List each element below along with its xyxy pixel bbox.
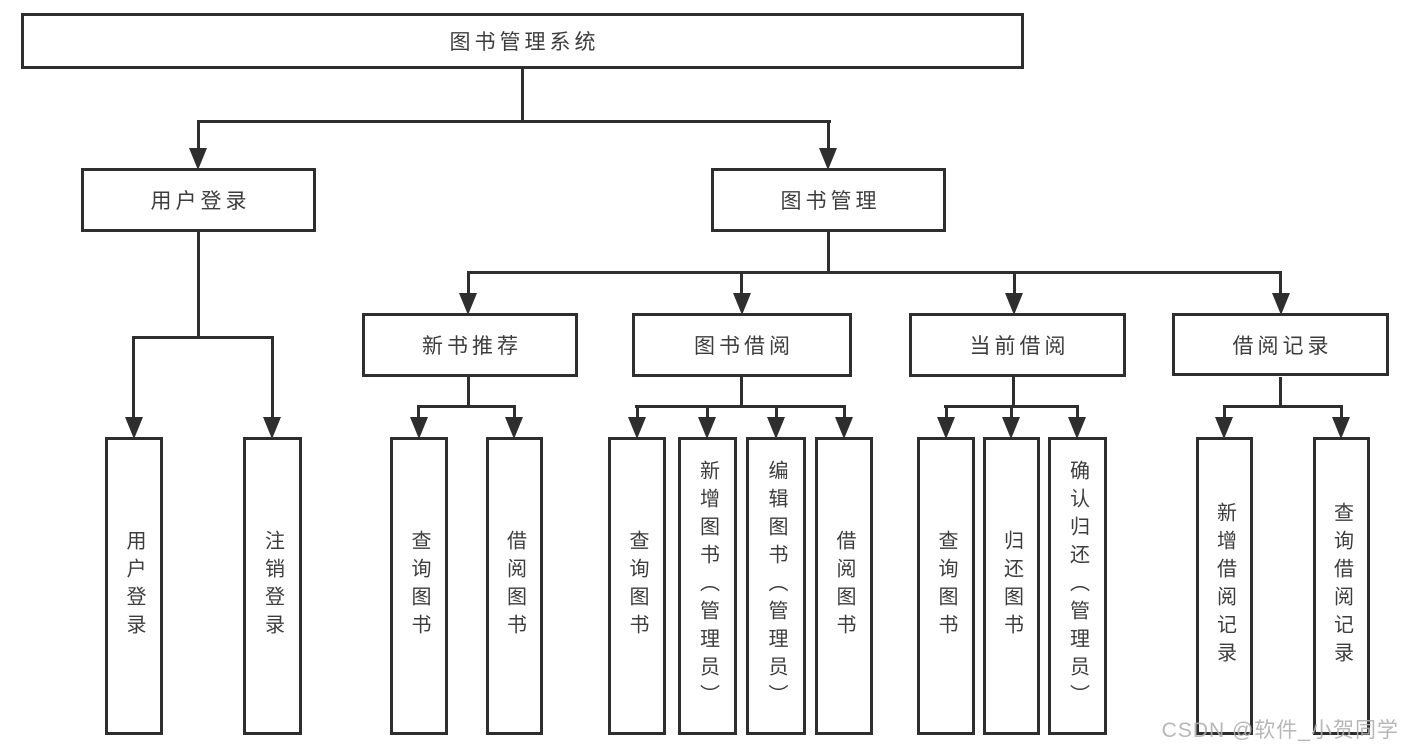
node-current-borrowing: 当前借阅 xyxy=(909,313,1126,377)
arrowhead-down-icon xyxy=(628,417,646,439)
connector-line-vertical xyxy=(706,405,709,423)
node-label: 借阅图书 xyxy=(503,530,526,642)
connector-line-vertical xyxy=(1340,405,1343,423)
node-label: 用户登录 xyxy=(123,530,145,642)
connector-line-vertical xyxy=(1012,377,1015,407)
node-label: 图书借阅 xyxy=(694,335,794,358)
node-label: 归还图书 xyxy=(1000,530,1023,642)
connector-line-vertical xyxy=(827,232,830,273)
connector-line-vertical xyxy=(1013,271,1016,301)
node-label: 确认归还（管理员） xyxy=(1066,460,1089,712)
node-label: 查询图书 xyxy=(408,530,430,642)
node-label: 查询借阅记录 xyxy=(1330,502,1353,670)
arrowhead-down-icon xyxy=(1272,293,1290,315)
arrowhead-down-icon xyxy=(459,293,477,315)
node-records-query-record: 查询借阅记录 xyxy=(1313,437,1370,735)
node-label: 新增借阅记录 xyxy=(1213,502,1236,670)
connector-line-vertical xyxy=(1279,271,1282,301)
connector-line-vertical xyxy=(417,405,420,423)
connector-line-vertical xyxy=(132,336,135,422)
arrowhead-down-icon xyxy=(767,417,785,439)
connector-line-vertical xyxy=(467,271,470,301)
node-label: 新增图书（管理员） xyxy=(696,460,719,712)
node-recommend-query-books: 查询图书 xyxy=(390,437,448,735)
node-label: 借阅记录 xyxy=(1232,334,1333,358)
node-borrowing-add-books: 新增图书（管理员） xyxy=(678,437,737,735)
arrowhead-down-icon xyxy=(263,417,281,439)
arrowhead-down-icon xyxy=(835,417,853,439)
node-label: 图书管理 xyxy=(780,190,881,213)
connector-line-vertical xyxy=(467,377,470,407)
node-label: 借阅图书 xyxy=(833,530,855,642)
connector-line-vertical xyxy=(775,405,778,423)
arrowhead-down-icon xyxy=(189,148,207,170)
node-logout: 注销登录 xyxy=(243,437,302,735)
connector-line-horizontal xyxy=(417,405,516,408)
node-label: 图书管理系统 xyxy=(449,31,600,54)
arrowhead-down-icon xyxy=(125,417,143,439)
connector-line-vertical xyxy=(1223,405,1226,423)
arrowhead-down-icon xyxy=(505,417,523,439)
node-label: 查询图书 xyxy=(626,530,648,642)
node-label: 当前借阅 xyxy=(969,335,1070,358)
node-label: 注销登录 xyxy=(261,530,284,642)
node-label: 用户登录 xyxy=(150,190,251,213)
node-new-book-recommend: 新书推荐 xyxy=(362,313,578,377)
node-borrowing-records: 借阅记录 xyxy=(1172,313,1389,376)
arrowhead-down-icon xyxy=(698,417,716,439)
connector-line-vertical xyxy=(513,405,516,423)
connector-line-horizontal xyxy=(132,336,274,339)
connector-line-horizontal xyxy=(1223,405,1342,408)
connector-line-vertical xyxy=(1279,377,1282,407)
arrowhead-down-icon xyxy=(733,293,751,315)
arrowhead-down-icon xyxy=(1215,417,1233,439)
node-book-management: 图书管理 xyxy=(711,168,946,232)
connector-line-vertical xyxy=(843,405,846,423)
node-records-add-record: 新增借阅记录 xyxy=(1196,437,1253,735)
node-user-login: 用户登录 xyxy=(81,168,316,232)
connector-line-vertical xyxy=(740,377,743,407)
connector-line-vertical xyxy=(945,405,948,423)
arrowhead-down-icon xyxy=(1068,417,1086,439)
connector-line-vertical xyxy=(1076,405,1079,423)
connector-line-vertical xyxy=(271,336,274,422)
node-label: 查询图书 xyxy=(935,530,957,642)
node-label: 新书推荐 xyxy=(422,335,522,358)
node-current-query-books: 查询图书 xyxy=(917,437,975,735)
node-book-borrowing: 图书借阅 xyxy=(632,313,852,377)
arrowhead-down-icon xyxy=(410,417,428,439)
arrowhead-down-icon xyxy=(819,148,837,170)
connector-line-horizontal xyxy=(944,405,1078,408)
node-library-system: 图书管理系统 xyxy=(21,13,1024,69)
arrowhead-down-icon xyxy=(1005,293,1023,315)
connector-line-vertical xyxy=(197,232,200,338)
connector-line-horizontal xyxy=(635,405,845,408)
arrowhead-down-icon xyxy=(1002,417,1020,439)
connector-line-vertical xyxy=(197,120,200,156)
node-borrowing-query-books: 查询图书 xyxy=(608,437,666,735)
node-user-login-leaf: 用户登录 xyxy=(105,437,163,735)
connector-line-vertical xyxy=(827,120,830,156)
arrowhead-down-icon xyxy=(1332,417,1350,439)
connector-line-horizontal xyxy=(197,120,831,123)
connector-line-vertical xyxy=(636,405,639,423)
connector-line-horizontal xyxy=(467,271,1282,274)
node-label: 编辑图书（管理员） xyxy=(765,460,787,712)
arrowhead-down-icon xyxy=(937,417,955,439)
node-current-confirm-return: 确认归还（管理员） xyxy=(1048,437,1107,735)
connector-line-vertical xyxy=(1010,405,1013,423)
connector-line-vertical xyxy=(740,271,743,301)
node-recommend-borrow-books: 借阅图书 xyxy=(486,437,543,735)
node-borrowing-edit-books: 编辑图书（管理员） xyxy=(746,437,806,735)
connector-line-vertical xyxy=(521,69,524,122)
node-borrowing-borrow-books: 借阅图书 xyxy=(815,437,873,735)
node-current-return-books: 归还图书 xyxy=(983,437,1040,735)
